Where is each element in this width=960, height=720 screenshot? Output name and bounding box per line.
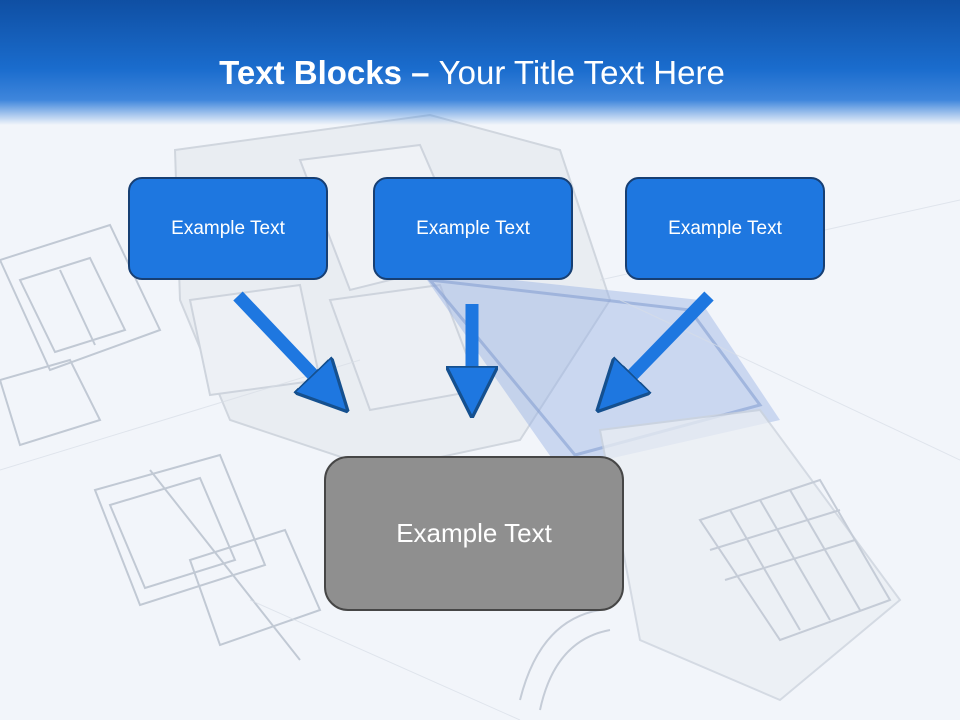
target-block[interactable]: Example Text — [324, 456, 624, 611]
slide-title: Text Blocks – Your Title Text Here — [0, 54, 944, 92]
title-bar — [0, 0, 960, 125]
text-block-2-label: Example Text — [416, 217, 530, 239]
text-block-3-label: Example Text — [668, 217, 782, 239]
text-block-1[interactable]: Example Text — [128, 177, 328, 280]
title-bold-part: Text Blocks — [219, 54, 402, 91]
title-text: Your Title Text Here — [438, 54, 725, 91]
title-dash: – — [401, 54, 439, 91]
text-block-1-label: Example Text — [171, 217, 285, 239]
target-block-label: Example Text — [396, 518, 552, 548]
text-block-3[interactable]: Example Text — [625, 177, 825, 280]
text-block-2[interactable]: Example Text — [373, 177, 573, 280]
